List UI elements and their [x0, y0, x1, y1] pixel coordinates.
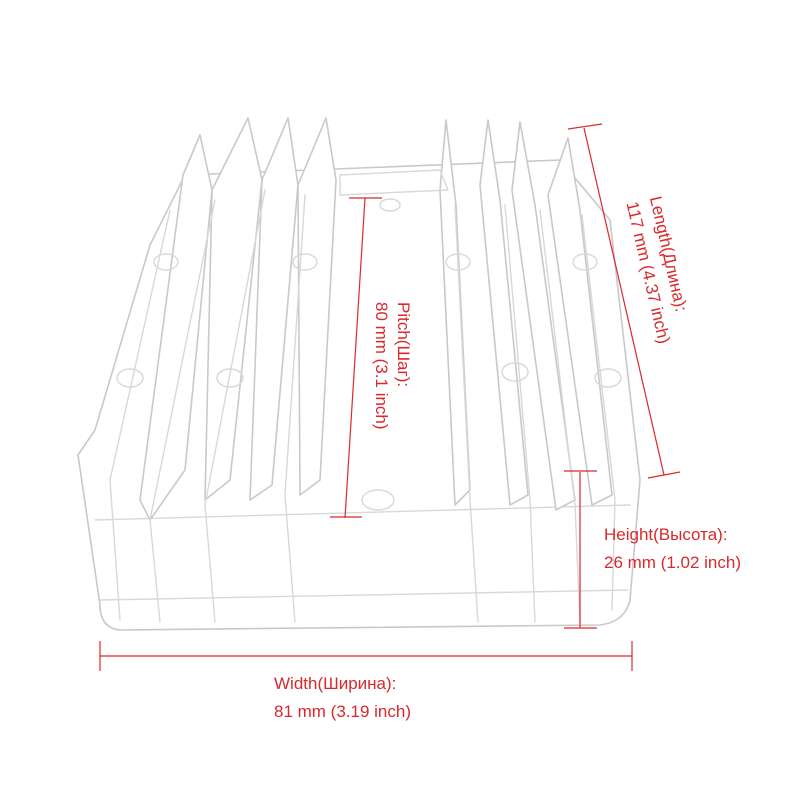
- pitch-value: 80 mm (3.1 inch): [372, 302, 391, 430]
- pitch-label: Pitch(Шаг):: [394, 302, 413, 387]
- heatsink-drawing: [77, 117, 641, 631]
- length-tick-top: [567, 123, 603, 130]
- height-dimension: Height(Высота): 26 mm (1.02 inch): [564, 470, 741, 629]
- width-value: 81 mm (3.19 inch): [274, 702, 411, 721]
- height-label: Height(Высота):: [604, 525, 728, 544]
- width-label: Width(Ширина):: [274, 674, 396, 693]
- pitch-dimension: Pitch(Шаг): 80 mm (3.1 inch): [330, 197, 413, 519]
- length-dimension-line: [583, 127, 665, 476]
- height-value: 26 mm (1.02 inch): [604, 553, 741, 572]
- width-dimension: Width(Ширина): 81 mm (3.19 inch): [99, 641, 633, 721]
- pitch-dimension-line: [344, 197, 366, 519]
- length-tick-bottom: [647, 471, 681, 479]
